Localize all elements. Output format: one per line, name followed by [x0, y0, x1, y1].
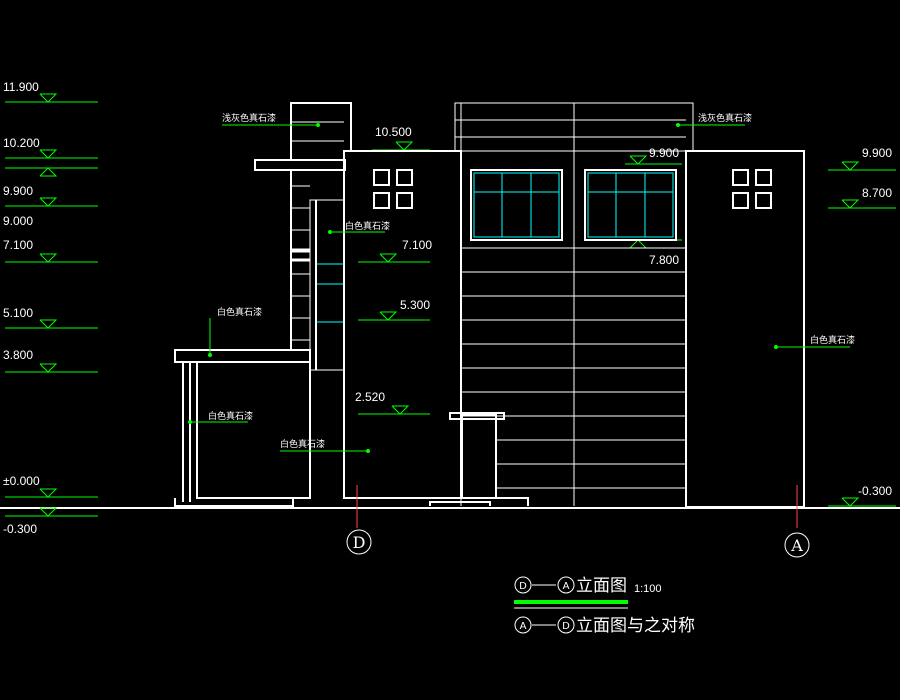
building: [174, 102, 805, 508]
title-secondary: 立面图与之对称: [576, 616, 695, 636]
right-level-minus-0300: -0.300: [858, 484, 892, 498]
stair-windows: [317, 263, 343, 323]
axis-a: A: [784, 485, 810, 558]
inner-level-9900: 9.900: [649, 146, 679, 160]
axis-a-label: A: [790, 536, 803, 555]
level-5100: 5.100: [3, 306, 33, 320]
note-white-right: 白色真石漆: [810, 334, 855, 346]
title-secondary-from: A: [520, 621, 527, 632]
note-white-bottom: 白色真石漆: [280, 438, 325, 450]
large-window-right: [584, 169, 677, 241]
title-secondary-to: D: [562, 621, 570, 632]
large-window-left: [470, 169, 563, 241]
small-windows-right: [732, 169, 772, 209]
level-11900: 11.900: [3, 80, 39, 94]
balcony-rails: [292, 248, 310, 262]
title-scale: 1:100: [634, 583, 662, 595]
level-3800: 3.800: [3, 348, 33, 362]
level-7100: 7.100: [3, 238, 33, 252]
left-level-markers: [5, 93, 98, 517]
inner-level-7800: 7.800: [649, 253, 679, 267]
inner-level-markers: [358, 141, 682, 415]
inner-level-10500: 10.500: [375, 125, 412, 139]
level-9900: 9.900: [3, 184, 33, 198]
right-level-9900: 9.900: [862, 146, 892, 160]
title-main-from: D: [519, 581, 527, 592]
tower-siding: [291, 121, 344, 341]
title-main: 立面图: [576, 576, 627, 596]
level-minus-0300-left: -0.300: [3, 522, 37, 536]
note-white-left-upper: 白色真石漆: [217, 306, 262, 318]
title-underline: [514, 600, 628, 604]
middle-wall-cladding: [455, 103, 686, 506]
note-white-mid: 白色真石漆: [345, 220, 390, 232]
axis-d: D: [346, 485, 372, 555]
inner-level-2520: 2.520: [355, 390, 385, 404]
inner-level-7100: 7.100: [402, 238, 432, 252]
drawing-title: D A 立面图 1:100 A D 立面图与之对称: [514, 576, 695, 636]
note-light-gray-left: 浅灰色真石漆: [222, 112, 276, 124]
note-light-gray-right: 浅灰色真石漆: [698, 112, 752, 124]
small-windows-left: [373, 169, 413, 209]
note-white-left-lower: 白色真石漆: [208, 410, 253, 422]
axis-d-label: D: [353, 533, 366, 552]
level-9000: 9.000: [3, 214, 33, 228]
right-level-markers: [828, 161, 896, 507]
title-main-to: A: [563, 581, 570, 592]
level-0000: ±0.000: [3, 474, 40, 488]
right-level-8700: 8.700: [862, 186, 892, 200]
inner-level-5300: 5.300: [400, 298, 430, 312]
level-10200: 10.200: [3, 136, 40, 150]
material-leaders: [188, 123, 850, 453]
